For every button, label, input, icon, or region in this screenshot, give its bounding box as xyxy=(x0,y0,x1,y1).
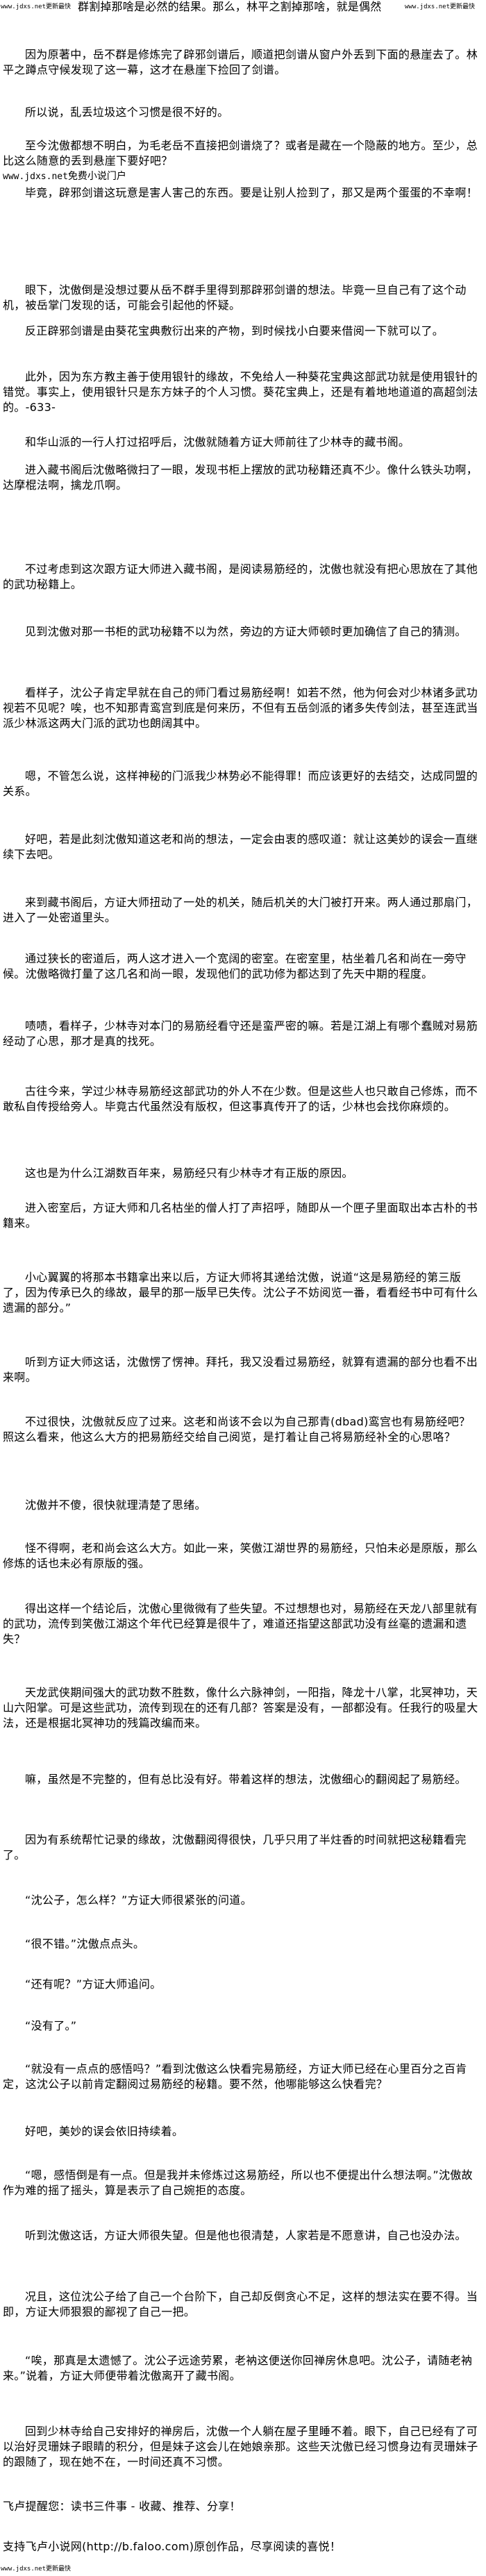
paragraph: 古往今来，学过少林寺易筋经这部武功的外人不在少数。但是这些人也只敢自己修炼，而不… xyxy=(3,1085,478,1113)
paragraph: 至今沈傲都想不明白，为毛老岳不直接把剑谱烧了？或者是藏在一个隐蔽的地方。至少，总… xyxy=(3,139,478,167)
paragraph: 毕竟，辟邪剑谱这玩意是害人害己的东西。要是让别人捡到了，那又是两个蛋蛋的不幸啊！ xyxy=(25,186,478,199)
paragraph: 不过考虑到这次跟方证大师进入藏书阁，是阅读易筋经的，沈傲也就没有把心思放在了其他… xyxy=(3,562,478,591)
portal-line: www.jdxs.net免费小说门户 xyxy=(3,170,126,183)
paragraph: 听到沈傲这话，方证大师很失望。但是他也很清楚，人家若是不愿意讲，自己也没办法。 xyxy=(25,2229,467,2242)
paragraph: 见到沈傲对那一书柜的武功秘籍不以为然，旁边的方证大师顿时更加确信了自己的猜测。 xyxy=(25,625,467,638)
paragraph: 好吧，若是此刻沈傲知道这老和尚的想法，一定会由衷的感叹道：就让这美妙的误会一直继… xyxy=(3,833,478,861)
paragraph: “就没有一点点的感悟吗？”看到沈傲这么快看完易筋经，方证大师已经在心里百分之百肯… xyxy=(3,2062,467,2091)
portal-text: 免费小说门户 xyxy=(67,171,126,182)
paragraph: 此外，因为东方教主善于使用银针的缘故，不免给人一种葵花宝典这部武功就是使用银针的… xyxy=(3,370,478,414)
paragraph: 小心翼翼的将那本书籍拿出来以后，方证大师将其递给沈傲，说道“这是易筋经的第三版了… xyxy=(3,1271,478,1314)
footer-reminder: 飞卢提醒您：读书三件事 - 收藏、推荐、分享！ xyxy=(3,2500,241,2513)
top-fragment-text: 群割掉那啥是必然的结果。那么，林平之割掉那啥，就是偶然 xyxy=(78,0,382,13)
paragraph: 况且，这位沈公子给了自己一个台阶下，自己却反倒贪心不足，这样的想法实在要不得。当… xyxy=(3,2290,478,2318)
paragraph: 进入藏书阁后沈傲略微扫了一眼，发现书柜上摆放的武功秘籍还真不少。像什么铁头功啊，… xyxy=(3,463,478,492)
paragraph: “没有了。” xyxy=(25,2019,77,2032)
paragraph: 因为有系统帮忙记录的缘故，沈傲翻阅得很快，几乎只用了半炷香的时间就把这秘籍看完了… xyxy=(3,1833,467,1862)
portal-domain: www.jdxs.net xyxy=(3,172,68,182)
paragraph: 因为原著中，岳不群是修炼完了辟邪剑谱后，顺道把剑谱从窗户外丢到下面的悬崖去了。林… xyxy=(3,48,478,76)
paragraph: 回到少林寺给自己安排好的禅房后，沈傲一个人躺在屋子里睡不着。眼下，自己已经有了可… xyxy=(3,2425,478,2468)
watermark-bottom: www.jdxs.net更新最快 xyxy=(1,2566,72,2573)
paragraph: 嘛，虽然是不完整的，但有总比没有好。带着这样的想法，沈傲细心的翻阅起了易筋经。 xyxy=(25,1773,467,1786)
paragraph: 听到方证大师这话，沈傲愣了愣神。拜托，我又没看过易筋经，就算有遗漏的部分也看不出… xyxy=(3,1355,478,1384)
paragraph: 不过很快，沈傲就反应了过来。这老和尚该不会以为自己那青(dbad)鸾宫也有易筋经… xyxy=(3,1415,471,1444)
paragraph: 天龙武侠期间强大的武功数不胜数，像什么六脉神剑，一阳指，降龙十八掌，北冥神功，天… xyxy=(3,1686,478,1730)
paragraph: “很不错。”沈傲点点头。 xyxy=(25,1937,145,1950)
watermark-top-left: www.jdxs.net更新最快 xyxy=(1,3,72,10)
watermark-top-right: www.jdxs.net更新最快 xyxy=(405,3,476,10)
paragraph: 所以说，乱丢垃圾这个习惯是很不好的。 xyxy=(25,106,229,119)
paragraph: 怪不得啊，老和尚会这么大方。如此一来，笑傲江湖世界的易筋经，只怕未必是原版，那么… xyxy=(3,1541,478,1570)
paragraph: 得出这样一个结论后，沈傲心里微微有了些失望。不过想想也对，易筋经在天龙八部里就有… xyxy=(3,1602,478,1646)
paragraph: 眼下，沈傲倒是没想过要从岳不群手里得到那辟邪剑谱的想法。毕竟一旦自己有了这个动机… xyxy=(3,283,467,312)
paragraph: “沈公子，怎么样？”方证大师很紧张的问道。 xyxy=(25,1893,252,1907)
paragraph: “唉，那真是太遗憾了。沈公子远途劳累，老衲这便送你回禅房休息吧。沈公子，请随老衲… xyxy=(3,2354,473,2382)
paragraph: 和华山派的一行人打过招呼后，沈傲就随着方证大师前往了少林寺的藏书阁。 xyxy=(25,435,410,449)
paragraph: 好吧，美妙的误会依旧持续着。 xyxy=(25,2125,184,2138)
paragraph: 来到藏书阁后，方证大师扭动了一处的机关，随后机关的大门被打开来。两人通过那扇门，… xyxy=(3,896,478,924)
paragraph: 嗯，不管怎么说，这样神秘的门派我少林势必不能得罪！而应该更好的去结交，达成同盟的… xyxy=(3,769,478,798)
paragraph: 啧啧，看样子，少林寺对本门的易筋经看守还是蛮严密的嘛。若是江湖上有哪个蠢贼对易筋… xyxy=(3,1019,478,1048)
paragraph: “嗯，感悟倒是有一点。但是我并未修炼过这易筋经，所以也不便提出什么想法啊。”沈傲… xyxy=(3,2168,473,2197)
paragraph: 通过狭长的密道后，两人这才进入一个宽阔的密室。在密室里，枯坐着几名和尚在一旁守候… xyxy=(3,952,467,980)
paragraph: 反正辟邪剑谱是由葵花宝典敷衍出来的产物，到时候找小白要来借阅一下就可以了。 xyxy=(25,324,444,337)
paragraph: 这也是为什么江湖数百年来，易筋经只有少林寺才有正版的原因。 xyxy=(25,1166,353,1180)
footer-support-link[interactable]: 支持飞卢小说网(http://b.faloo.com)原创作品，尽享阅读的喜悦！ xyxy=(3,2540,342,2553)
paragraph: 看样子，沈公子肯定早就在自己的师门看过易筋经啊！如若不然，他为何会对少林诸多武功… xyxy=(3,686,478,730)
paragraph: 沈傲并不傻，很快就理清楚了思绪。 xyxy=(25,1498,206,1512)
paragraph: “还有呢？”方证大师追问。 xyxy=(25,1977,162,1991)
paragraph: 进入密室后，方证大师和几名枯坐的僧人打了声招呼，随即从一个匣子里面取出本古朴的书… xyxy=(3,1201,478,1230)
